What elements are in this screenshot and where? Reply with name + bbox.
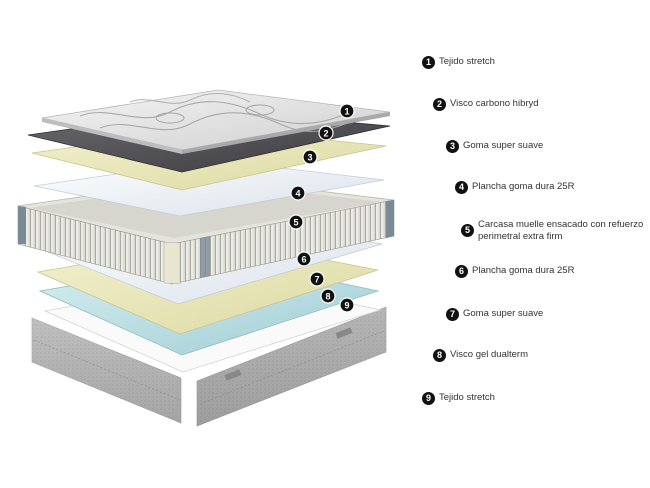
tag-4: 4 (290, 185, 306, 201)
layer-1-quilted-top (41, 89, 391, 154)
tag-5: 5 (288, 214, 304, 230)
mattress-base (31, 306, 387, 427)
tag-8: 8 (320, 288, 336, 304)
svg-text:2: 2 (323, 129, 328, 139)
svg-text:6: 6 (301, 255, 306, 265)
tag-2: 2 (318, 125, 334, 141)
tag-9: 9 (339, 297, 355, 313)
tag-7: 7 (309, 271, 325, 287)
svg-text:7: 7 (314, 275, 319, 285)
tag-3: 3 (302, 149, 318, 165)
svg-text:1: 1 (344, 107, 349, 117)
svg-text:5: 5 (293, 218, 298, 228)
svg-text:9: 9 (344, 301, 349, 311)
svg-text:8: 8 (325, 292, 330, 302)
tag-1: 1 (339, 103, 355, 119)
svg-text:4: 4 (295, 189, 300, 199)
tag-6: 6 (296, 251, 312, 267)
svg-text:3: 3 (307, 153, 312, 163)
diagram-number-tags: 1 2 3 4 5 6 7 8 9 (288, 103, 355, 313)
